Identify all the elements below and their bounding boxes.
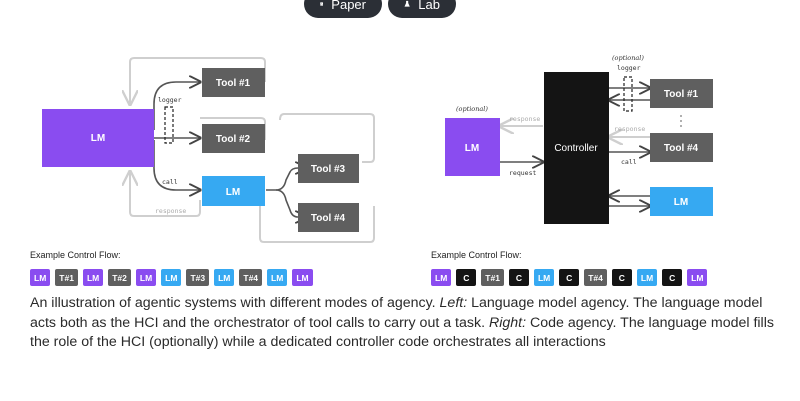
caption-left-em: Left: <box>439 295 468 311</box>
lab-button-label: Lab <box>418 0 440 12</box>
right-call-label: call <box>621 158 637 166</box>
flow-left-chip: LM <box>161 269 182 286</box>
left-tool2-label: Tool #2 <box>216 134 251 145</box>
left-tool1-box <box>202 68 265 97</box>
flow-label-left: Example Control Flow: <box>30 250 121 260</box>
right-tool1-label: Tool #1 <box>664 89 699 100</box>
controller-label: Controller <box>554 143 598 154</box>
right-logger-label: logger <box>617 64 641 72</box>
left-logger-label: logger <box>158 96 182 104</box>
flow-right-chip: C <box>559 269 580 286</box>
right-tool1-box <box>650 79 713 108</box>
paper-button[interactable]: Paper <box>304 0 382 18</box>
left-tool1-label: Tool #1 <box>216 78 251 89</box>
right-diagram: LM Controller Tool #1 Tool #4 LM (option… <box>445 54 713 224</box>
left-lm-label: LM <box>91 133 105 144</box>
left-tool3-box <box>298 154 359 183</box>
right-response-label: response <box>509 115 540 123</box>
left-tool3-label: Tool #3 <box>311 164 346 175</box>
top-buttons: Paper Lab <box>0 0 800 20</box>
left-response-label: response <box>155 207 186 215</box>
right-tool4-box <box>650 133 713 162</box>
caption-right-em: Right: <box>488 314 527 331</box>
flow-right-chip: C <box>456 269 477 286</box>
right-lm-box <box>445 118 500 176</box>
caption-part2: Language model agency. The language mode… <box>30 295 763 331</box>
flow-left-chip: LM <box>292 269 313 286</box>
right-lm-bottom-label: LM <box>674 197 688 208</box>
left-call-label: call <box>162 178 178 186</box>
right-tool4-label: Tool #4 <box>664 143 699 154</box>
left-tool2-box <box>202 124 265 153</box>
flow-right-chip: T#4 <box>584 269 607 286</box>
right-lm-label: LM <box>465 143 479 154</box>
left-diagram: LM Tool #1 Tool #2 LM Tool #3 Tool #4 lo… <box>42 57 375 243</box>
flow-left-chip: T#4 <box>239 269 263 286</box>
pdf-icon <box>320 2 324 6</box>
right-optional-left-label: (optional) <box>456 105 488 113</box>
right-lm-bottom-box <box>650 187 713 216</box>
left-tool4-label: Tool #4 <box>311 213 346 224</box>
left-lm-box <box>42 109 154 167</box>
flow-right-chip: LM <box>533 269 555 286</box>
left-tool4-box <box>298 203 359 232</box>
paper-button-label: Paper <box>331 0 366 12</box>
flow-left-chip: T#2 <box>108 269 131 286</box>
flow-left-chip: LM <box>267 269 288 286</box>
right-response2-label: response <box>614 125 645 133</box>
flow-left-chip: T#1 <box>55 269 78 286</box>
right-optional-top-label: (optional) <box>612 54 644 62</box>
right-request-label: request <box>509 169 536 177</box>
flow-right-chip: LM <box>687 269 708 286</box>
agency-diagrams: LM Tool #1 Tool #2 LM Tool #3 Tool #4 lo… <box>42 54 713 243</box>
flow-left-chip: LM <box>135 269 157 286</box>
left-lm-small-label: LM <box>226 187 240 198</box>
flow-label-right: Example Control Flow: <box>431 250 522 260</box>
caption-part1: An illustration of agentic systems with … <box>30 295 440 311</box>
flask-icon <box>404 0 410 7</box>
flow-right-chip: C <box>662 269 683 286</box>
controller-box <box>544 72 609 224</box>
flow-right-chip: LM <box>431 269 452 286</box>
flow-left-chip: LM <box>30 269 51 286</box>
flow-right-chip: LM <box>636 269 658 286</box>
flow-right-chip: C <box>508 269 529 286</box>
flow-right-chip: C <box>611 269 632 286</box>
figure-caption: An illustration of agentic systems with … <box>30 294 775 353</box>
caption-part3: Code agency. The language model fills th… <box>30 314 774 351</box>
flow-right-chip: T#1 <box>481 269 504 286</box>
flow-left-chip: LM <box>82 269 104 286</box>
flow-left-chip: T#3 <box>186 269 210 286</box>
lab-button[interactable]: Lab <box>388 0 456 18</box>
flow-left-chip: LM <box>214 269 235 286</box>
left-lm-small-box <box>202 176 265 206</box>
